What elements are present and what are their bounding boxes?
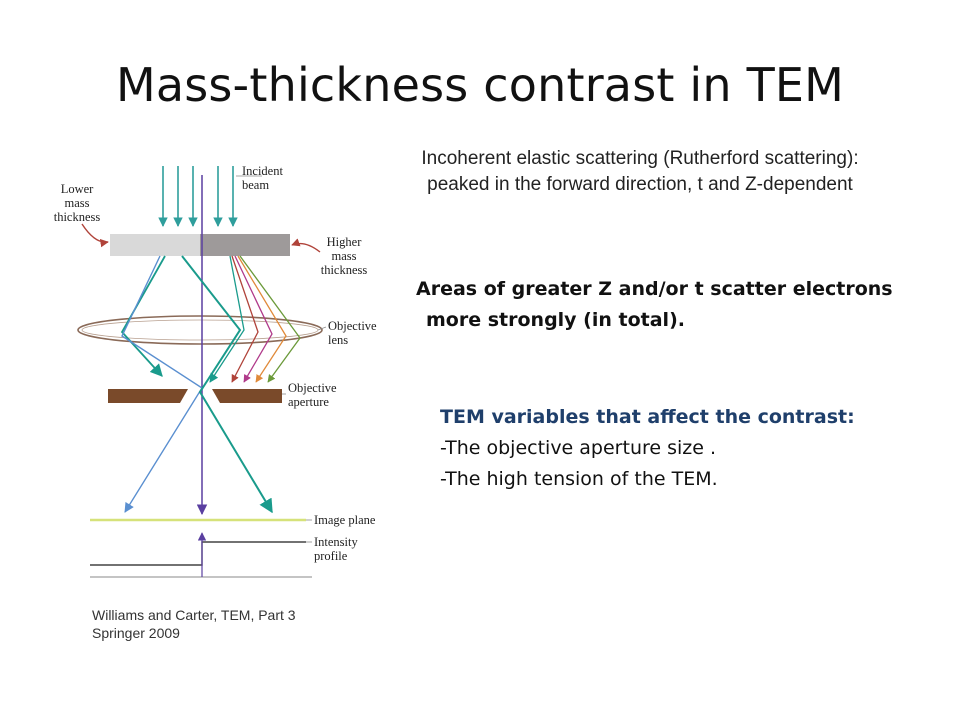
label-incident-beam-line-1: Incident — [242, 164, 283, 178]
incident-beam-arrows — [158, 166, 238, 227]
label-intensity-profile-line-1: Intensity — [314, 535, 358, 549]
label-objective-aperture-line-2: aperture — [288, 395, 329, 409]
label-objective-lens-line-1: Objective — [328, 319, 377, 333]
intensity-profile-curve — [90, 541, 306, 566]
variables-title: TEM variables that affect the contrast: — [440, 406, 855, 428]
higher-mass-pointer-arrow — [291, 238, 321, 253]
label-lower-mass-line-2: mass — [65, 196, 90, 210]
teal-transmitted-ray — [181, 255, 273, 514]
lower-mass-pointer-arrow — [81, 223, 109, 248]
label-objective-lens-line-2: lens — [328, 333, 348, 347]
teal-scattered-ray — [120, 255, 166, 377]
subtitle: Incoherent elastic scattering (Rutherfor… — [340, 146, 940, 198]
slide-title: Mass-thickness contrast in TEM — [115, 58, 845, 112]
subtitle-line-1: Incoherent elastic scattering (Rutherfor… — [421, 148, 859, 169]
objective-aperture-left — [108, 389, 188, 403]
subtitle-line-2: peaked in the forward direction, t and Z… — [427, 174, 853, 195]
objective-lens — [77, 315, 323, 345]
label-image-plane: Image plane — [314, 513, 376, 527]
blue-scattered-ray — [121, 255, 203, 513]
label-lower-mass-line-1: Lower — [61, 182, 94, 196]
variable-item-aperture: -The objective aperture size . — [440, 437, 717, 459]
specimen-lower-mass-thickness — [110, 234, 200, 256]
citation-line-1: Williams and Carter, TEM, Part 3 — [92, 607, 296, 623]
label-objective-aperture-line-1: Objective — [288, 381, 337, 395]
higher-mass-scattered-rays — [209, 255, 301, 383]
variable-item-tension: -The high tension of the TEM. — [440, 468, 718, 490]
label-higher-mass-line-3: thickness — [321, 263, 368, 277]
label-higher-mass-line-1: Higher — [327, 235, 363, 249]
tem-variables: TEM variables that affect the contrast: … — [440, 402, 940, 495]
scattering-statement: Areas of greater Z and/or t scatter elec… — [416, 274, 936, 336]
label-higher-mass-line-2: mass — [332, 249, 357, 263]
citation: Williams and Carter, TEM, Part 3 Springe… — [92, 606, 296, 642]
statement-line-2: more strongly (in total). — [426, 309, 685, 331]
statement-line-1: Areas of greater Z and/or t scatter elec… — [416, 278, 893, 300]
specimen-higher-mass-thickness — [200, 234, 290, 256]
label-pointer-lines — [236, 175, 327, 543]
label-intensity-profile-line-2: profile — [314, 549, 348, 563]
label-lower-mass-line-3: thickness — [54, 210, 101, 224]
citation-line-2: Springer 2009 — [92, 625, 180, 641]
label-incident-beam-line-2: beam — [242, 178, 269, 192]
objective-aperture-right — [212, 389, 282, 403]
